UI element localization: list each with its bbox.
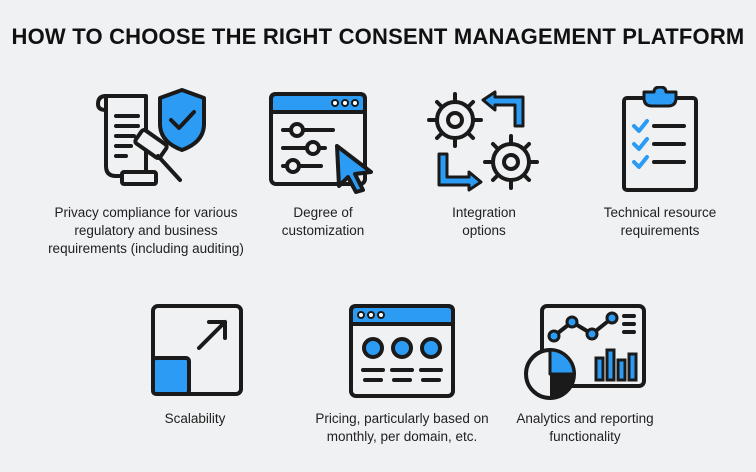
criterion-label-line: customization bbox=[281, 223, 365, 238]
criterion-integration: Integration options bbox=[404, 86, 564, 240]
criterion-label-line: Degree of bbox=[293, 205, 353, 220]
criterion-label-line: requirements (including auditing) bbox=[48, 241, 244, 256]
criterion-pricing: Pricing, particularly based on monthly, … bbox=[292, 302, 512, 446]
gears-arrows-icon bbox=[427, 90, 539, 192]
browser-pricing-icon bbox=[349, 304, 455, 398]
criterion-customization: Degree of customization bbox=[258, 86, 388, 240]
criterion-label-line: Integration bbox=[452, 205, 516, 220]
criterion-label-line: Pricing, particularly based on bbox=[315, 411, 489, 426]
criterion-label-line: Privacy compliance for various bbox=[54, 205, 238, 220]
criterion-label-line: options bbox=[462, 223, 506, 238]
scale-expand-icon bbox=[151, 304, 243, 396]
criterion-technical-resources: Technical resource requirements bbox=[575, 86, 745, 240]
criterion-privacy-compliance: Privacy compliance for various regulator… bbox=[30, 86, 262, 258]
criterion-label-line: requirements bbox=[620, 223, 700, 238]
criterion-label-line: regulatory and business bbox=[74, 223, 218, 238]
criterion-label-line: Scalability bbox=[164, 411, 226, 426]
criterion-label-line: functionality bbox=[549, 429, 621, 444]
page-title: HOW TO CHOOSE THE RIGHT CONSENT MANAGEME… bbox=[11, 24, 745, 49]
browser-sliders-cursor-icon bbox=[269, 92, 373, 194]
criterion-label-line: monthly, per domain, etc. bbox=[326, 429, 478, 444]
criterion-label-line: Analytics and reporting bbox=[516, 411, 654, 426]
document-gavel-shield-icon bbox=[96, 88, 206, 186]
criterion-label-line: Technical resource bbox=[603, 205, 717, 220]
criterion-analytics: Analytics and reporting functionality bbox=[505, 302, 665, 446]
analytics-chart-icon bbox=[524, 304, 646, 400]
clipboard-checklist-icon bbox=[622, 86, 698, 192]
criterion-scalability: Scalability bbox=[130, 302, 260, 428]
